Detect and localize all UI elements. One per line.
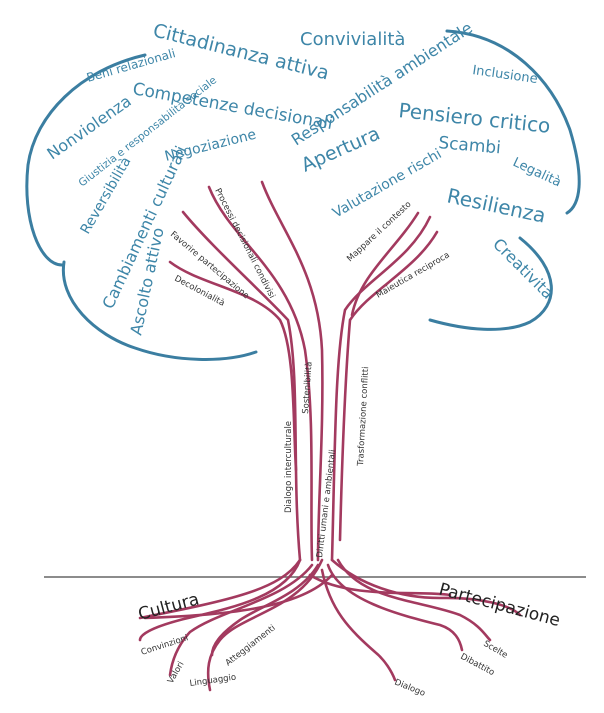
crown-term-beni-relazionali: Beni relazionali <box>85 46 177 85</box>
branch-center-left <box>260 180 324 562</box>
root-label-dibattito: Dibattito <box>459 652 496 678</box>
branch-label-dialogo-interculturale: Dialogo interculturale <box>284 421 294 513</box>
root-label-scelte: Scelte <box>482 639 510 661</box>
crown-term-convivialita: Convivialità <box>300 29 405 50</box>
root-atteggiamenti <box>210 563 320 657</box>
root-to-cultura <box>138 558 302 620</box>
root-label-convinzioni: Convinzioni <box>140 633 190 658</box>
crown-outline-right <box>445 29 581 215</box>
root-to-partecipazione <box>330 558 522 617</box>
crown-outline-left-lower <box>61 260 258 361</box>
root-title-cultura: Cultura <box>136 589 201 624</box>
crown-term-resilienza: Resilienza <box>445 183 548 227</box>
branch-label-trasformazione: Trasformazione conflitti <box>356 366 371 467</box>
branch-center-right <box>350 211 420 317</box>
root-dialogo <box>320 568 397 682</box>
crown-outline-right-lower <box>428 236 553 331</box>
branch-favorire <box>181 210 302 562</box>
branch-label-maieutica: Maieutica reciproca <box>375 250 452 300</box>
crown-term-pensiero-critico: Pensiero critico <box>397 98 551 138</box>
branch-label-processi: Processi decisionali condivisi <box>212 187 276 300</box>
branch-maieutica <box>338 230 439 542</box>
branch-decolonialita <box>168 260 298 472</box>
root-long-left <box>143 573 334 620</box>
root-long-right <box>308 573 452 597</box>
branch-mappare <box>330 215 432 562</box>
root-label-linguaggio: Linguaggio <box>189 673 237 689</box>
root-linguaggio <box>206 558 324 692</box>
crown-term-scambi: Scambi <box>438 133 502 158</box>
branch-processi <box>207 185 314 562</box>
crown-outline-left <box>25 53 147 267</box>
root-valori <box>168 563 314 677</box>
branch-label-sostenibilita: Sostenibilità <box>301 361 315 414</box>
root-title-partecipazione: Partecipazione <box>437 580 563 632</box>
root-scelte <box>336 558 492 642</box>
crown-term-legalita: Legalità <box>510 155 563 190</box>
root-label-dialogo: Dialogo <box>393 678 427 699</box>
